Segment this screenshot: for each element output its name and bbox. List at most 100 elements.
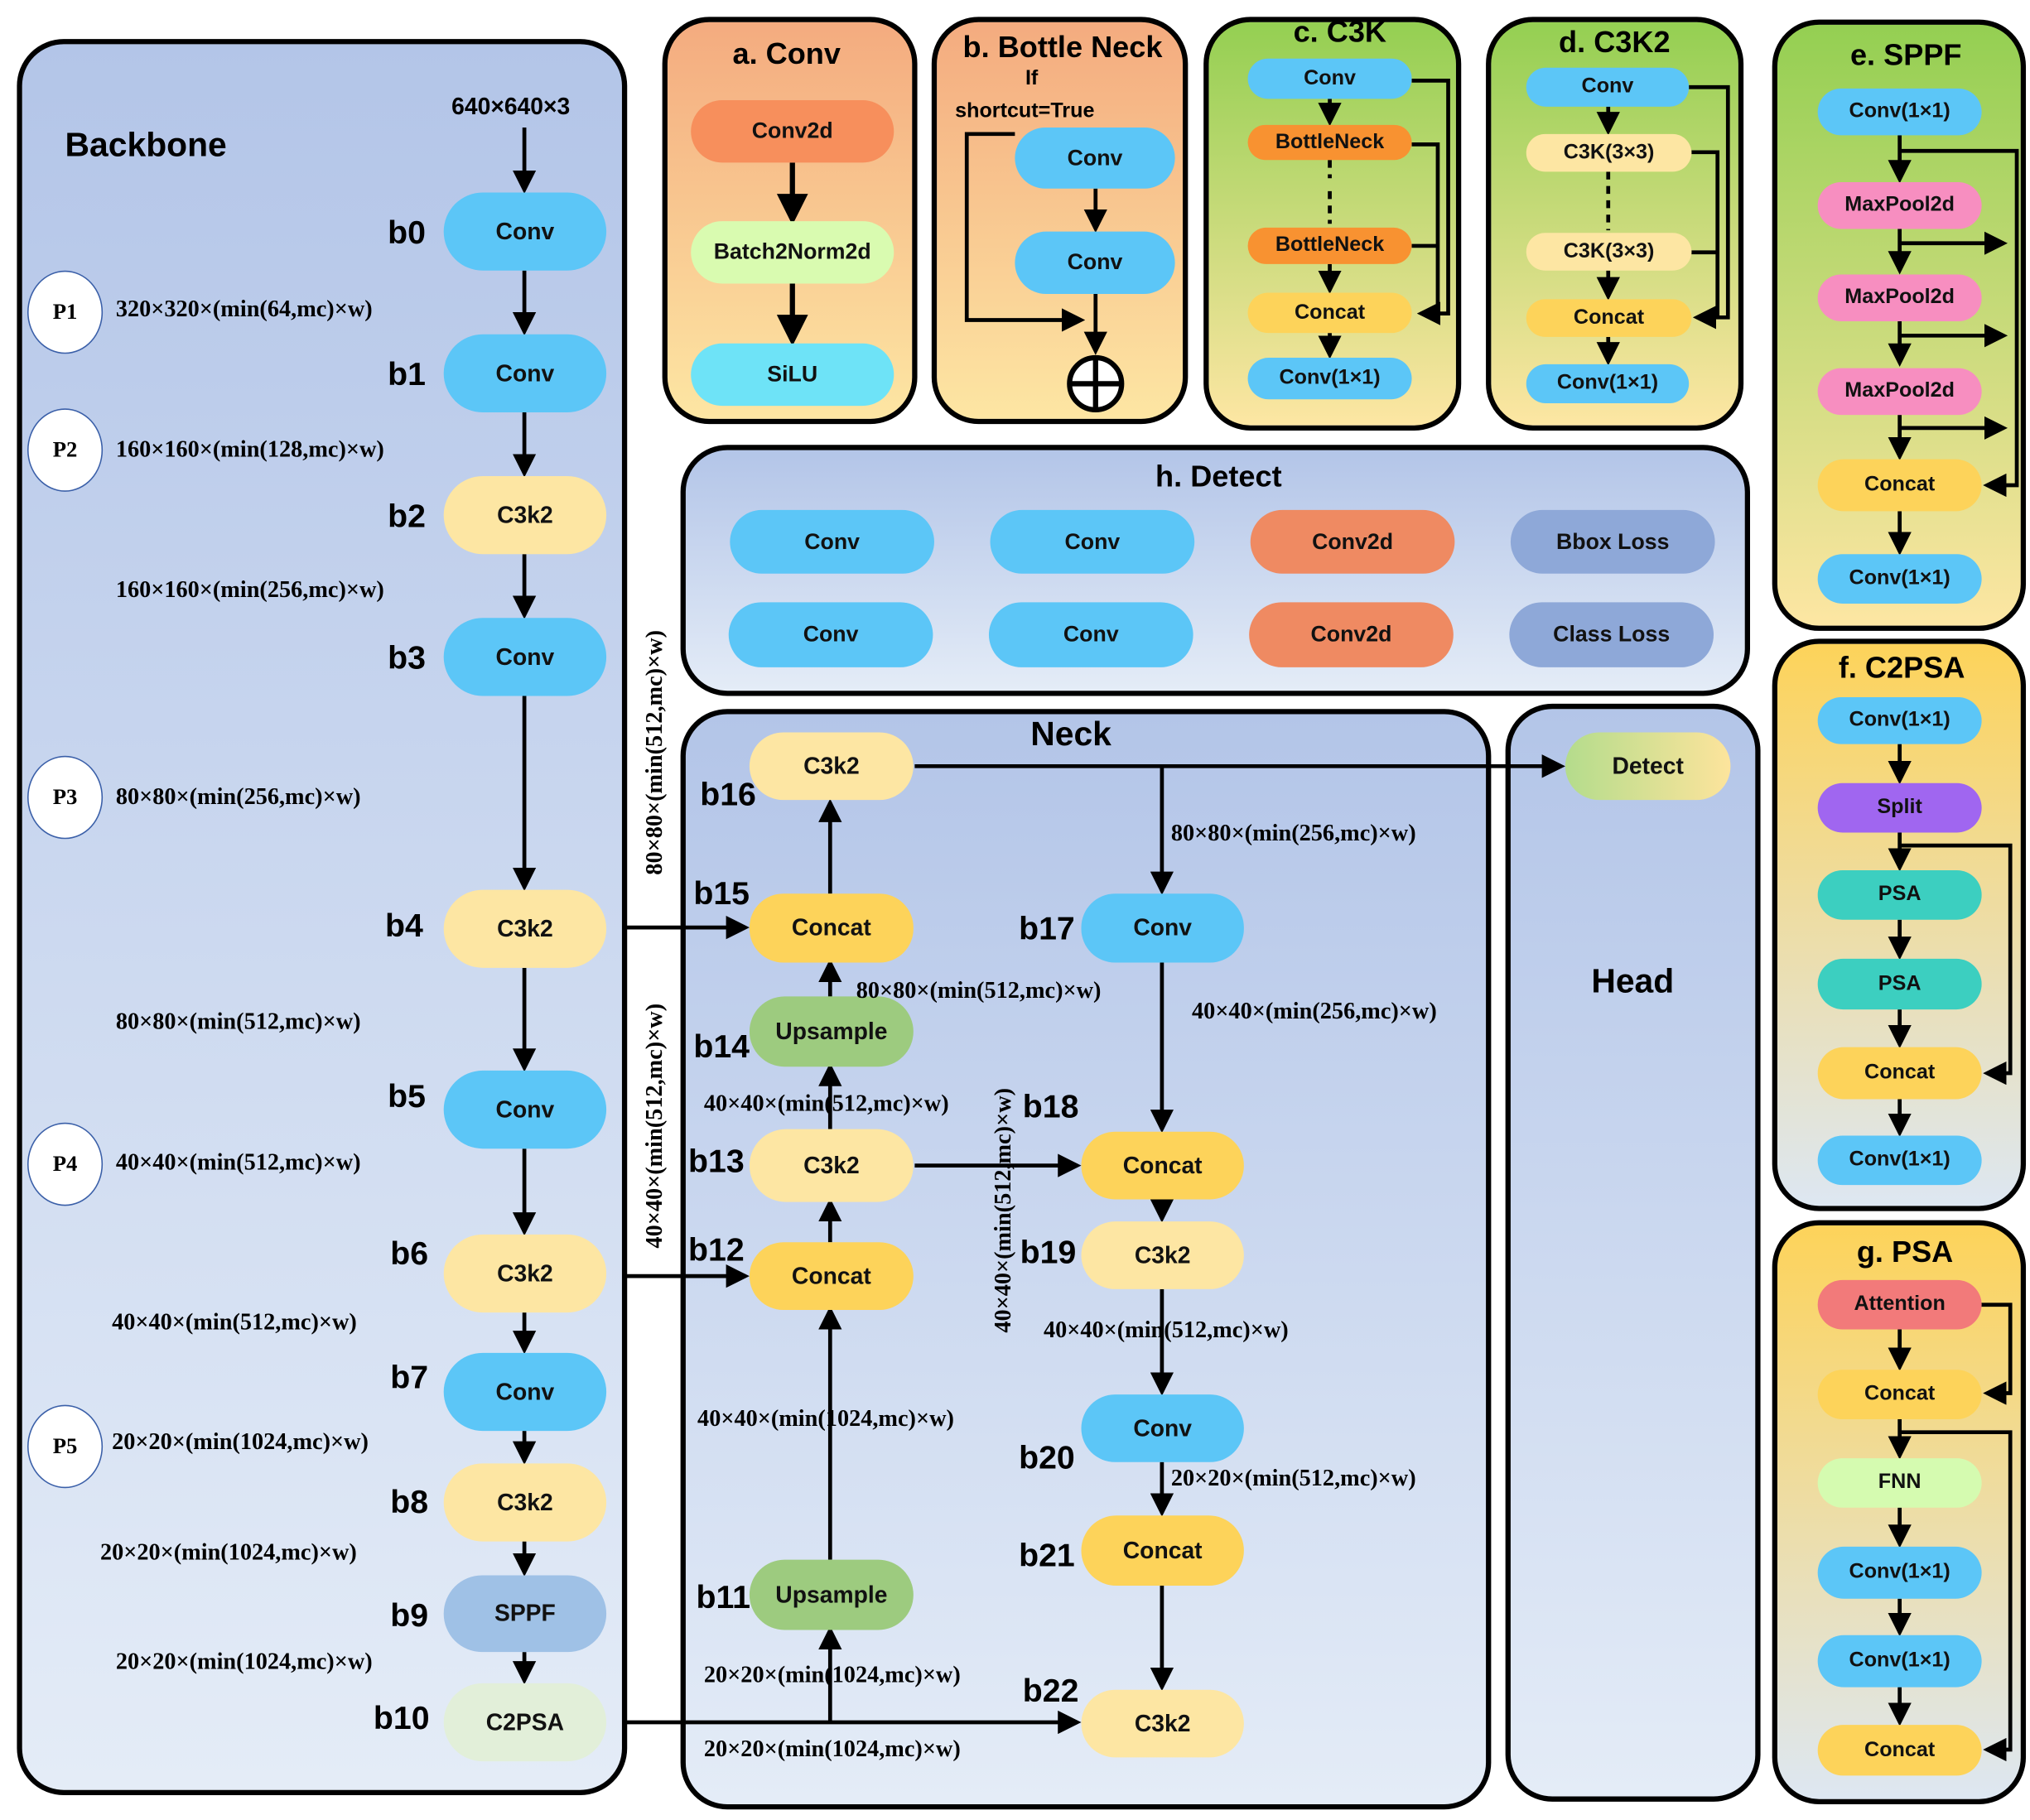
feature-size-label: 40×40×(min(512,mc)×w) [115, 1148, 361, 1175]
c3k-module-title: c. C3K [1293, 14, 1387, 49]
c3k2-module-item: Conv [1526, 67, 1690, 107]
c3k-module-item: Conv [1247, 58, 1412, 99]
skip-size-label: 80×80×(min(512,mc)×w) [640, 629, 668, 875]
neck-block-b14: Upsample [749, 996, 914, 1067]
pyramid-level-p1: P1 [27, 270, 104, 354]
block-id-label: b10 [373, 1700, 430, 1737]
detect-module-item: Conv [988, 602, 1193, 667]
block-id-label: b5 [388, 1078, 427, 1115]
neck-size-label: 40×40×(min(1024,mc)×w) [697, 1404, 954, 1432]
neck-id-label: b18 [1022, 1088, 1079, 1125]
pyramid-level-p2: P2 [27, 408, 104, 492]
feature-size-label: 80×80×(min(256,mc)×w) [115, 782, 361, 810]
neck-id-label: b22 [1022, 1673, 1079, 1710]
feature-size-label: 20×20×(min(1024,mc)×w) [112, 1428, 369, 1455]
skip-size-label: 40×40×(min(512,mc)×w) [989, 1087, 1016, 1333]
neck-id-label: b11 [696, 1579, 751, 1616]
sppf-module-item: Concat [1817, 459, 1982, 512]
pyramid-level-p5: P5 [27, 1404, 104, 1489]
conv-module-item: SiLU [691, 343, 894, 407]
c3k-module-item: Conv(1×1) [1247, 358, 1412, 400]
c2psa-module-title: f. C2PSA [1838, 650, 1965, 685]
psa-module-item: Concat [1817, 1370, 1982, 1419]
block-id-label: b0 [388, 214, 427, 252]
c2psa-module-item: PSA [1817, 869, 1982, 920]
bottleneck-module-item: Conv [1015, 127, 1175, 189]
bottleneck-module-item: Conv [1015, 231, 1175, 295]
c2psa-module-item: Conv(1×1) [1817, 1135, 1982, 1186]
c2psa-module-item: Split [1817, 782, 1982, 833]
neck-block-b21: Concat [1081, 1515, 1244, 1586]
neck-block-b15: Concat [749, 893, 914, 963]
block-id-label: b7 [390, 1359, 429, 1396]
backbone-block: C3k2 [443, 475, 607, 555]
c3k2-module-item: Conv(1×1) [1526, 364, 1690, 404]
bottleneck-module-panel [931, 17, 1189, 425]
neck-block-b17: Conv [1081, 893, 1244, 963]
c3k2-module-item: C3K(3×3) [1526, 233, 1692, 271]
backbone-block: Conv [443, 192, 607, 271]
psa-module-item: Attention [1817, 1279, 1982, 1330]
detect-module-item: Class Loss [1509, 602, 1714, 667]
c3k2-module-item: C3K(3×3) [1526, 133, 1692, 172]
block-id-label: b4 [385, 908, 423, 945]
sppf-module-item: MaxPool2d [1817, 274, 1982, 322]
block-id-label: b6 [390, 1235, 429, 1273]
block-id-label: b2 [388, 498, 427, 535]
conv-module-title: a. Conv [732, 36, 841, 70]
sppf-module-title: e. SPPF [1849, 37, 1962, 72]
neck-block-b22: C3k2 [1081, 1689, 1244, 1758]
backbone-block: SPPF [443, 1575, 607, 1653]
neck-id-label: b15 [693, 875, 750, 912]
c3k2-module-item: Concat [1526, 299, 1692, 337]
block-id-label: b8 [390, 1484, 429, 1521]
block-id-label: b1 [388, 356, 427, 393]
backbone-title: Backbone [65, 124, 227, 164]
detect-module-item: Conv [990, 509, 1195, 574]
add-icon [1067, 354, 1125, 413]
backbone-block: Conv [443, 1070, 607, 1149]
detect-module-title: h. Detect [1155, 459, 1282, 494]
detect-module-item: Conv [728, 602, 933, 667]
c3k-module-item: Concat [1247, 292, 1412, 334]
head-detect-block: Detect [1565, 732, 1731, 801]
sppf-module-item: Conv(1×1) [1817, 88, 1982, 136]
bottleneck-module-title: b. Bottle Neck [962, 30, 1163, 64]
backbone-block: Conv [443, 618, 607, 696]
neck-size-label: 40×40×(min(256,mc)×w) [1192, 997, 1437, 1024]
skip-size-label: 40×40×(min(512,mc)×w) [640, 1003, 668, 1249]
c3k-module-item: BottleNeck [1247, 124, 1412, 161]
neck-id-label: b13 [688, 1143, 745, 1180]
conv-module-item: Conv2d [691, 99, 894, 163]
block-id-label: b3 [388, 639, 427, 676]
neck-size-label: 20×20×(min(1024,mc)×w) [703, 1735, 961, 1762]
neck-block-b19: C3k2 [1081, 1221, 1244, 1289]
feature-size-label: 160×160×(min(128,mc)×w) [115, 436, 384, 462]
detect-module-item: Bbox Loss [1510, 509, 1715, 574]
feature-size-label: 40×40×(min(512,mc)×w) [112, 1308, 357, 1335]
neck-id-label: b16 [700, 776, 756, 813]
sppf-module-item: MaxPool2d [1817, 368, 1982, 416]
psa-module-item: FNN [1817, 1458, 1982, 1508]
neck-block-b11: Upsample [749, 1559, 914, 1630]
feature-size-label: 80×80×(min(512,mc)×w) [115, 1008, 361, 1034]
backbone-block: C3k2 [443, 889, 607, 968]
neck-block-b16: C3k2 [749, 732, 914, 801]
neck-block-b12: Concat [749, 1242, 914, 1310]
feature-size-label: 320×320×(min(64,mc)×w) [115, 295, 373, 322]
head-title: Head [1591, 961, 1675, 1001]
input-size-label: 640×640×3 [451, 94, 571, 120]
neck-size-label: 80×80×(min(256,mc)×w) [1170, 819, 1416, 846]
neck-id-label: b20 [1019, 1440, 1075, 1477]
backbone-block: C3k2 [443, 1234, 607, 1313]
neck-block-b20: Conv [1081, 1394, 1244, 1462]
sppf-module-item: MaxPool2d [1817, 181, 1982, 229]
block-id-label: b9 [390, 1597, 429, 1635]
neck-size-label: 20×20×(min(512,mc)×w) [1170, 1464, 1416, 1491]
neck-id-label: b17 [1019, 910, 1075, 947]
neck-size-label: 40×40×(min(512,mc)×w) [1043, 1316, 1289, 1343]
feature-size-label: 160×160×(min(256,mc)×w) [115, 575, 384, 603]
neck-id-label: b19 [1020, 1234, 1077, 1271]
c3k2-module-title: d. C3K2 [1559, 24, 1671, 59]
